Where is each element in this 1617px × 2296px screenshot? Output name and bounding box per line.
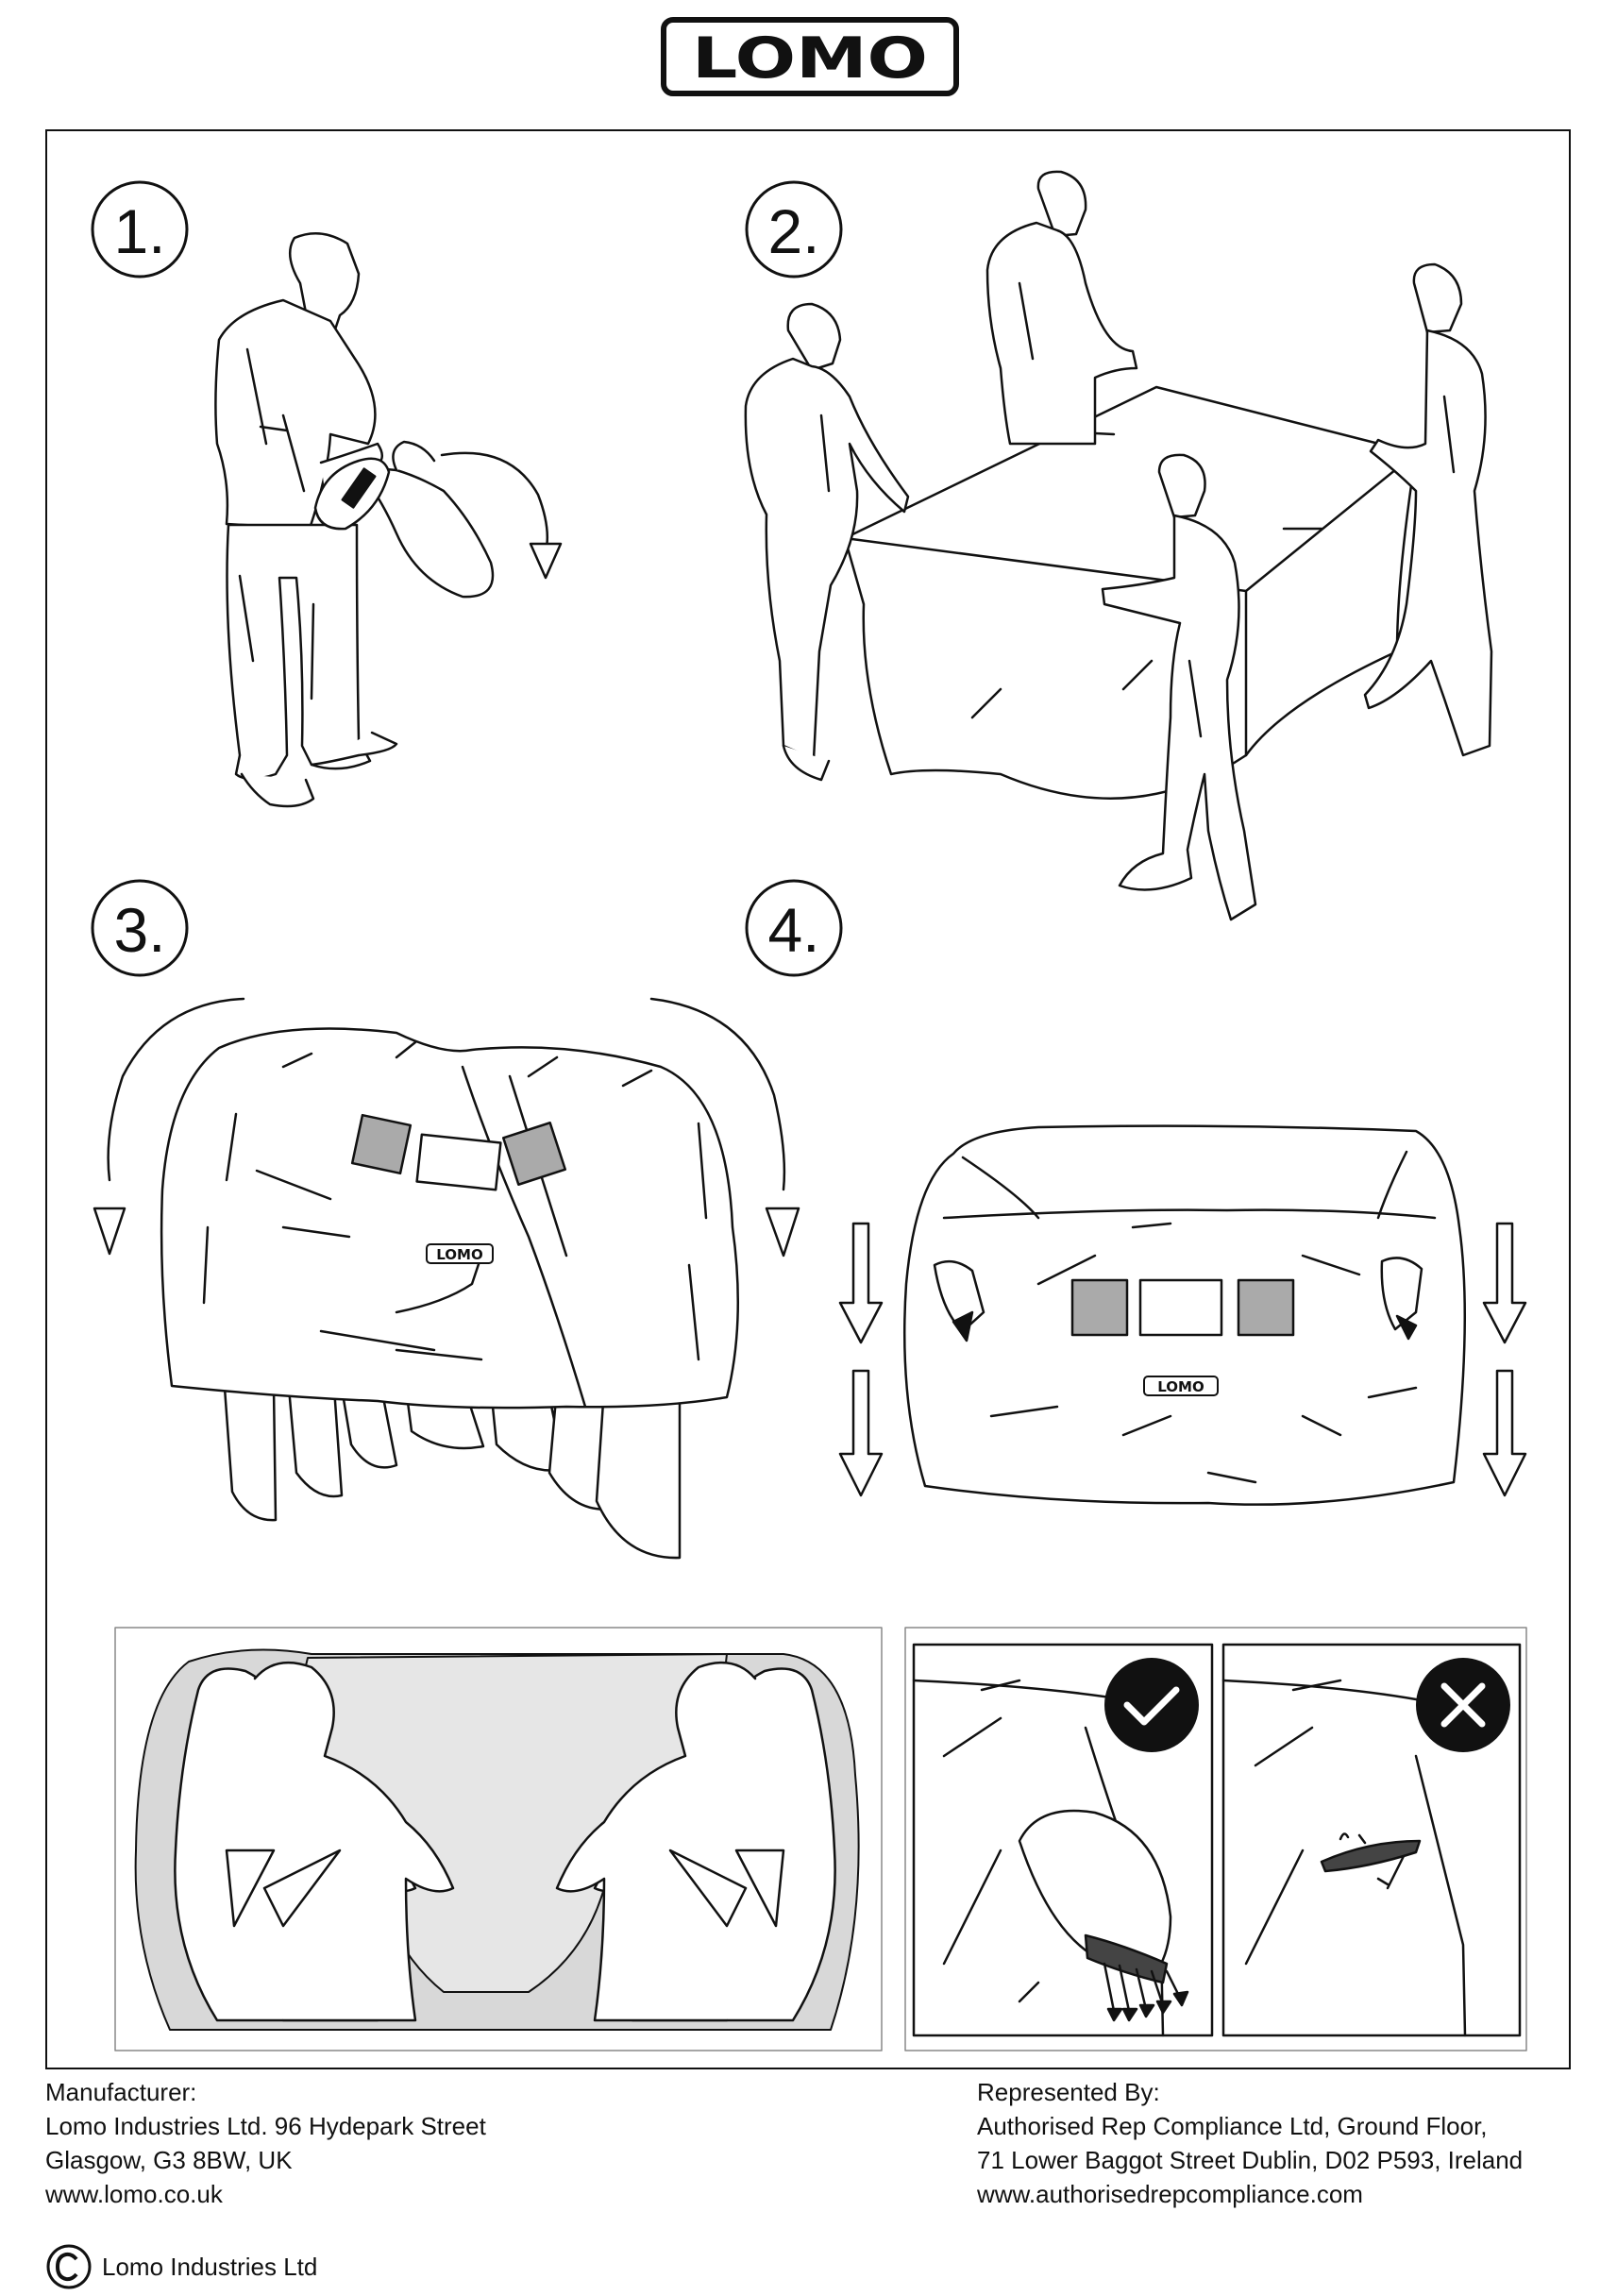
open-vent — [1018, 1809, 1172, 1966]
cover-grey-patch-left — [350, 1113, 413, 1175]
step-2-badge — [745, 180, 843, 279]
down-arrows — [838, 1222, 1527, 1497]
person-unpacking-figure — [214, 231, 495, 808]
step-4: 4. LOMO — [745, 879, 1527, 1506]
svg-text:LOMO: LOMO — [436, 1246, 482, 1263]
cover-logo-badge: LOMO — [1143, 1376, 1219, 1396]
manufacturer-heading: Manufacturer: — [45, 2078, 197, 2106]
representative-website: www.authorisedrepcompliance.com — [977, 2180, 1363, 2208]
people-under-cover-feet — [223, 1386, 682, 1560]
seated-people-under-cover — [174, 1661, 836, 2022]
step-1-badge — [91, 180, 189, 279]
step-1: 1. — [91, 180, 563, 808]
manufacturer-info: Manufacturer: Lomo Industries Ltd. 96 Hy… — [45, 2075, 486, 2211]
people-lifting-cover — [744, 170, 1493, 921]
cover-grey-patch-right — [1237, 1278, 1295, 1337]
manufacturer-address-line-2: Glasgow, G3 8BW, UK — [45, 2146, 293, 2174]
check-badge — [1104, 1658, 1199, 1752]
copyright-icon — [46, 2244, 92, 2289]
cover-logo-badge: LOMO — [426, 1243, 494, 1264]
draped-cover — [160, 1027, 740, 1410]
left-drape-arrow — [107, 997, 245, 1182]
instruction-frame — [45, 129, 1571, 2069]
step-3-number: 3. — [113, 895, 165, 965]
cover-white-panel — [415, 1133, 502, 1191]
step-2: 2. — [744, 170, 1493, 921]
step-3-badge — [91, 879, 189, 977]
copyright-line: Lomo Industries Ltd — [45, 2243, 317, 2290]
manufacturer-website: www.lomo.co.uk — [45, 2180, 223, 2208]
cover-grey-patch-left — [1070, 1278, 1129, 1337]
check-icon — [1123, 1686, 1180, 1726]
cross-icon — [1440, 1682, 1486, 1728]
underside-panel — [114, 1627, 883, 2051]
representative-heading: Represented By: — [977, 2078, 1160, 2106]
lomo-logo: LOMO — [661, 17, 959, 96]
step-4-badge — [745, 879, 843, 977]
cover-white-panel — [1138, 1278, 1223, 1337]
stuff-sack-label — [341, 467, 377, 509]
step-1-number: 1. — [113, 196, 165, 266]
cover-creases — [202, 1040, 708, 1409]
svg-text:LOMO: LOMO — [1157, 1378, 1204, 1395]
vent-usage-panel — [904, 1627, 1527, 2051]
right-drape-arrow — [649, 997, 786, 1191]
representative-address-line-2: 71 Lower Baggot Street Dublin, D02 P593,… — [977, 2146, 1524, 2174]
copyright-text: Lomo Industries Ltd — [102, 2252, 318, 2281]
manufacturer-address-line-1: Lomo Industries Ltd. 96 Hydepark Street — [45, 2112, 486, 2140]
step-3: 3. LOMO — [91, 879, 800, 1560]
logo-text: LOMO — [692, 25, 928, 92]
representative-info: Represented By: Authorised Rep Complianc… — [977, 2075, 1523, 2211]
cover-grey-patch-right — [501, 1121, 567, 1187]
closed-vent — [1320, 1839, 1422, 1873]
representative-address-line-1: Authorised Rep Compliance Ltd, Ground Fl… — [977, 2112, 1488, 2140]
folding-arrow — [440, 451, 548, 554]
step-4-number: 4. — [767, 895, 819, 965]
step-2-number: 2. — [767, 196, 819, 266]
